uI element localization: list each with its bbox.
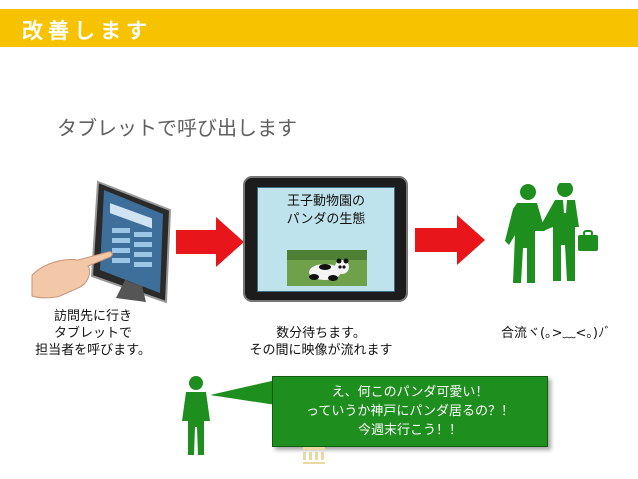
- tablet-screen: 王子動物園の パンダの生態: [257, 187, 395, 292]
- slide-title: 改善します: [22, 19, 152, 43]
- speech-line-1: え、何このパンダ可愛い！: [331, 385, 489, 400]
- screen-line-1: 王子動物園の: [286, 194, 365, 209]
- screen-line-2: パンダの生態: [286, 212, 366, 227]
- handshake-businessmen-icon: [505, 183, 598, 283]
- header-bar: 改善します: [0, 9, 638, 47]
- slide-subtitle: タブレットで呼び出します: [57, 116, 297, 140]
- step2-caption: 数分待ちます。 その間に映像が流れます: [249, 326, 393, 358]
- tablet-screen-text: 王子動物園の パンダの生態: [258, 193, 394, 229]
- arrow-right-icon: [176, 217, 244, 267]
- touch-monitor-illustration: [31, 180, 172, 304]
- speech-bubble-tail: [210, 380, 276, 405]
- speech-line-2: っていうか神戸にパンダ居るの？！: [305, 404, 514, 419]
- step1-caption: 訪問先に行き タブレットで 担当者を呼びます。: [35, 309, 151, 358]
- step3-caption: 合流ヾ(｡>﹏<｡)ﾉﾞ: [501, 326, 611, 341]
- speech-bubble: え、何このパンダ可愛い！ っていうか神戸にパンダ居るの？！ 今週末行こう！！: [272, 376, 548, 447]
- speech-line-3: 今週末行こう！！: [357, 423, 462, 438]
- tablet-illustration: 王子動物園の パンダの生態: [243, 176, 408, 302]
- person-icon: [182, 376, 210, 455]
- arrow-right-icon: [415, 215, 485, 265]
- panda-photo: [287, 250, 367, 286]
- logo-watermark: [303, 447, 325, 464]
